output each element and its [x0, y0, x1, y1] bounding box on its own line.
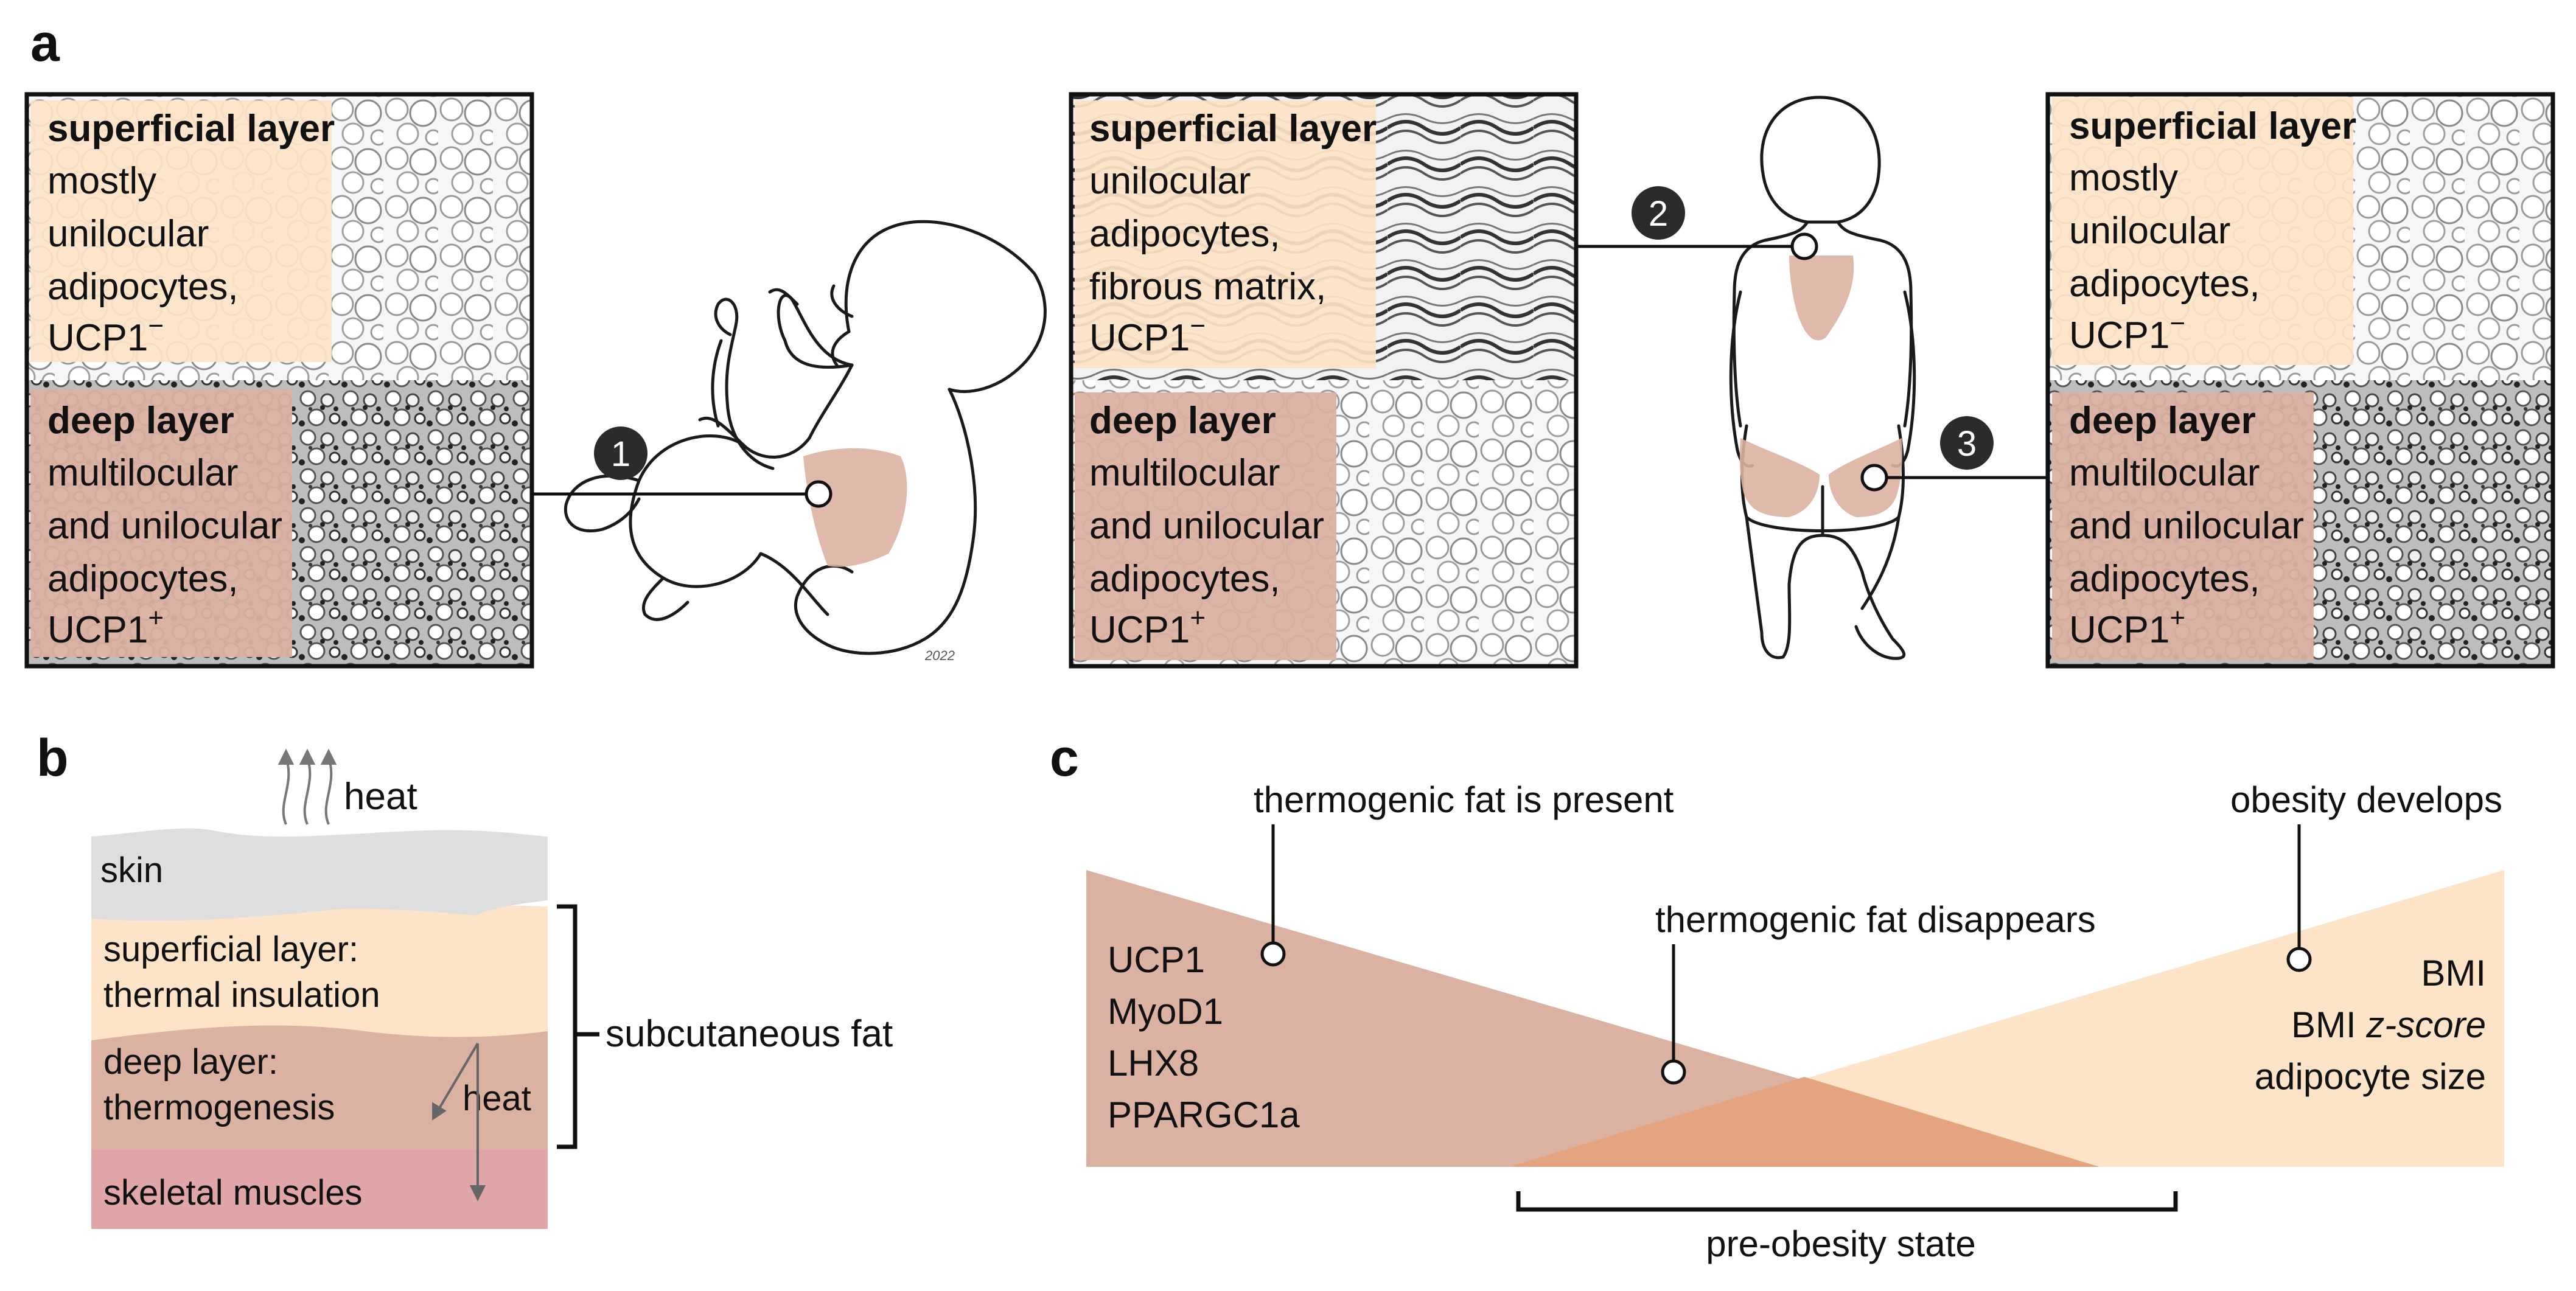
box1-deep-line2: and unilocular [47, 505, 282, 547]
box3-deep-line2: and unilocular [2069, 505, 2304, 547]
heat-label-top: heat [344, 776, 417, 818]
box3-superficial-line2: unilocular [2069, 210, 2230, 252]
box1-deep-marker: UCP1+ [47, 603, 164, 651]
overlap-region [1509, 1077, 2100, 1167]
histology-box-1: superficial layer mostly unilocular adip… [24, 92, 534, 669]
marker-disappears [1661, 1059, 1686, 1085]
histology-box-2: superficial layer unilocular adipocytes,… [1069, 92, 1579, 669]
callout-3-badge [1940, 416, 1994, 470]
left-marker-4: PPARGC1a [1108, 1094, 1300, 1135]
box2-superficial-line3: fibrous matrix, [1089, 266, 1326, 308]
deep-label-line1: deep layer: [103, 1042, 278, 1082]
box1-superficial-marker: UCP1− [47, 311, 164, 359]
interscapular-region-2 [1789, 256, 1854, 341]
superficial-label-line1: superficial layer: [103, 930, 358, 969]
box3-superficial-title: superficial layer [2069, 105, 2356, 147]
box2-superficial-line1: unilocular [1089, 160, 1251, 202]
right-marker-3: adipocyte size [2255, 1056, 2486, 1097]
box3-superficial-line3: adipocytes, [2069, 263, 2260, 305]
toddler-illustration [1729, 96, 1916, 660]
label-disappears: thermogenic fat disappears [1655, 899, 2096, 940]
callout-2-badge [1632, 186, 1685, 240]
pre-obesity-label: pre-obesity state [1706, 1223, 1976, 1264]
box1-deep-line3: adipocytes, [47, 558, 239, 600]
label-obesity: obesity develops [2230, 779, 2502, 820]
box2-superficial-marker: UCP1− [1089, 311, 1206, 359]
callout-3-marker [1860, 464, 1888, 492]
infant-illustration [564, 220, 1047, 655]
box1-deep-line1: multilocular [47, 452, 239, 494]
subcutaneous-bracket [557, 904, 599, 1149]
box1-superficial-line1: mostly [47, 160, 156, 202]
left-marker-3: LHX8 [1108, 1043, 1199, 1084]
box2-superficial-line2: adipocytes, [1089, 213, 1280, 255]
deep-label-line2: thermogenesis [103, 1088, 335, 1127]
panel-a-letter: a [30, 14, 60, 72]
box2-deep-marker: UCP1+ [1089, 603, 1206, 651]
box1-superficial-line2: unilocular [47, 213, 209, 255]
box1-superficial-title: superficial layer [47, 108, 335, 150]
callout-1-marker [805, 480, 832, 508]
left-marker-2: MyoD1 [1108, 991, 1223, 1032]
heat-arrows-top [277, 748, 337, 825]
box1-deep-title: deep layer [47, 400, 234, 442]
box2-deep-title: deep layer [1089, 400, 1276, 442]
callout-2-number: 2 [1649, 194, 1668, 234]
box1-superficial-line3: adipocytes, [47, 266, 239, 308]
left-marker-1: UCP1 [1108, 939, 1205, 980]
muscle-label: skeletal muscles [103, 1173, 362, 1213]
subcutaneous-label: subcutaneous fat [606, 1013, 893, 1055]
box3-frame [2045, 92, 2555, 669]
box3-deep-line3: adipocytes, [2069, 558, 2260, 600]
layer-muscle-bottom [91, 1150, 548, 1229]
panel-b-letter: b [37, 729, 69, 787]
box3-deep-marker: UCP1+ [2069, 603, 2185, 651]
callout-2-marker [1790, 232, 1818, 260]
artist-signature: 2022 [924, 648, 955, 663]
label-present: thermogenic fat is present [1254, 779, 1674, 820]
histology-box-3: superficial layer mostly unilocular adip… [2045, 92, 2555, 669]
box3-deep-title: deep layer [2069, 400, 2256, 442]
box2-superficial-label-bg [1075, 100, 1376, 368]
box2-deep-label-bg [1075, 392, 1336, 660]
box3-superficial-marker: UCP1− [2069, 308, 2185, 357]
box2-superficial-title: superficial layer [1089, 108, 1377, 150]
marker-obesity [2286, 947, 2312, 972]
box3-deep-line1: multilocular [2069, 452, 2260, 494]
right-marker-2: BMI z-score [2291, 1004, 2486, 1045]
box1-superficial-label-bg [30, 100, 332, 362]
right-marker-1: BMI [2421, 953, 2486, 993]
callout-1-number: 1 [611, 434, 630, 474]
box3-deep-label-bg [2052, 392, 2314, 660]
layer-superficial [91, 905, 548, 1040]
box2-deep-line1: multilocular [1089, 452, 1280, 494]
box2-frame [1069, 92, 1579, 669]
heat-label-inner: heat [462, 1079, 531, 1118]
heat-arrows-inner [432, 1042, 486, 1202]
box1-frame [24, 92, 534, 669]
box1-deep-label-bg [30, 389, 292, 657]
box2-deep-line3: adipocytes, [1089, 558, 1280, 600]
interscapular-region-1 [803, 448, 907, 567]
callout-1-badge [594, 426, 647, 480]
skin-label: skin [100, 851, 163, 890]
superficial-label-line2: thermal insulation [103, 975, 380, 1015]
box3-superficial-line1: mostly [2069, 157, 2178, 199]
callout-3-number: 3 [1957, 424, 1977, 464]
box3-superficial-label-bg [2052, 97, 2353, 365]
panel-c-letter: c [1050, 729, 1079, 787]
box2-deep-line2: and unilocular [1089, 505, 1324, 547]
pre-obesity-bracket [1516, 1191, 2178, 1212]
thigh-region-left [1739, 438, 1820, 517]
layer-skin [91, 828, 548, 921]
marker-present [1260, 941, 1286, 967]
